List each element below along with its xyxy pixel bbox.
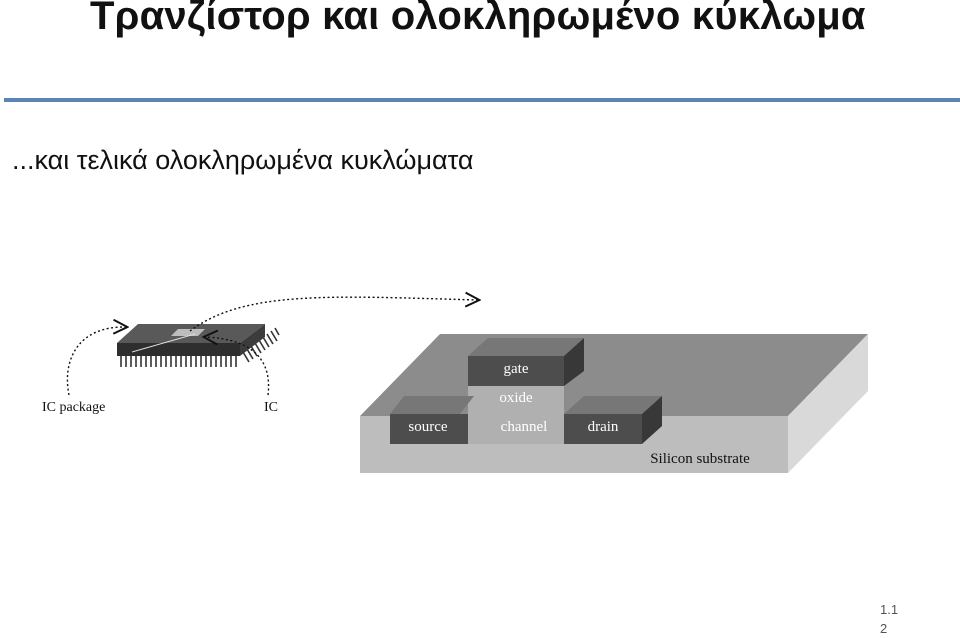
drain-block (564, 414, 642, 444)
channel-label: channel (501, 419, 548, 435)
chip-front (117, 343, 240, 356)
drain-label: drain (588, 419, 619, 435)
oxide-channel-region (468, 386, 564, 444)
gate-top (468, 338, 584, 356)
gate-block (468, 356, 564, 386)
substrate-label: Silicon substrate (650, 451, 750, 467)
page-number-line1: 1.1 (880, 602, 899, 617)
source-label: source (408, 419, 447, 435)
chip-pins-side (242, 327, 280, 363)
ic-package-drawing (117, 324, 280, 367)
page-number-line2: 2 (880, 621, 888, 636)
source-top (390, 396, 474, 414)
transistor-drawing (360, 334, 868, 473)
chip-pins-front (120, 356, 237, 367)
gate-label: gate (504, 361, 529, 377)
package-pointer-arrow (66, 327, 126, 396)
drain-top (564, 396, 662, 414)
oxide-label: oxide (499, 390, 533, 406)
slide-title: Τρανζίστορ και ολοκληρωμένο κύκλωμα (90, 0, 866, 38)
page-number: 1.1 2 (880, 600, 898, 638)
source-block (390, 414, 468, 444)
title-divider (4, 98, 960, 102)
slide-subtitle: ...και τελικά ολοκληρωμένα κυκλώματα (12, 145, 474, 175)
chip-side (240, 324, 265, 356)
drain-side (642, 396, 662, 444)
ic-pointer-arrow (205, 337, 270, 396)
gate-side (564, 338, 584, 386)
ic-label: IC (264, 400, 278, 415)
zoom-arrow (189, 297, 478, 332)
ic-package-label: IC package (42, 400, 105, 415)
ic-die (171, 329, 205, 336)
substrate-side (788, 334, 868, 473)
